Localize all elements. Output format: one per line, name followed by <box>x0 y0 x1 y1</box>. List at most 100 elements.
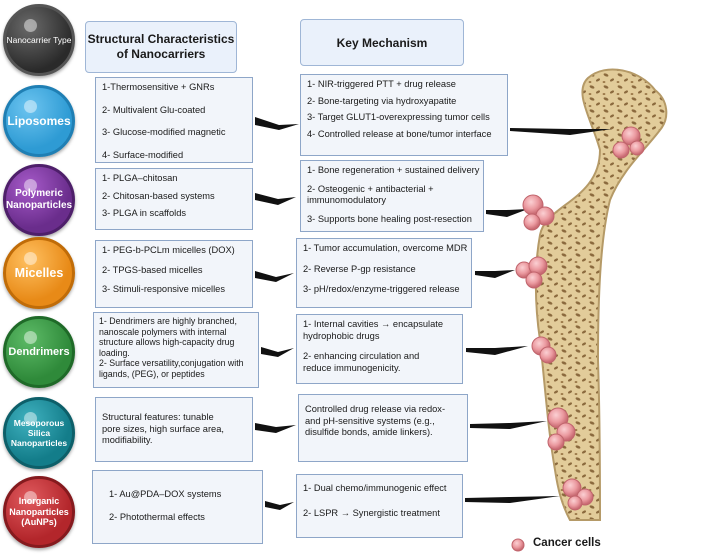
structural-item: 1- PEG-b-PCLm micelles (DOX) <box>102 245 235 255</box>
circle-highlight <box>24 252 37 265</box>
mechanism-item: 2- Bone-targeting via hydroxyapatite <box>307 95 457 106</box>
mechanism-item: 3- Target GLUT1-overexpressing tumor cel… <box>307 112 490 122</box>
arrow-icon <box>470 421 547 429</box>
arrow-icon <box>475 270 515 278</box>
mechanism-item: hydrophobic drugs <box>303 330 380 341</box>
bone-arrows <box>465 128 612 503</box>
liposomes-structural-box: 1-Thermosensitive + GNRs 2- Multivalent … <box>95 77 253 163</box>
mechanism-item: 1- Tumor accumulation, overcome MDR <box>303 243 468 253</box>
legend-cancer-cell-icon <box>511 538 525 552</box>
liposomes-mechanism-box: 1- NIR-triggered PTT + drug release 2- B… <box>300 74 508 156</box>
structural-item: 3- Stimuli-responsive micelles <box>102 284 225 294</box>
structural-item: 2- Photothermal effects <box>109 511 205 522</box>
structural-characteristics-header: Structural Characteristics of Nanocarrie… <box>85 21 237 73</box>
mechanism-item: immunomodulatory <box>307 195 387 205</box>
key-mechanism-title: Key Mechanism <box>336 35 428 50</box>
micelles-label: Micelles <box>14 266 64 280</box>
structural-item: loading. <box>99 347 130 358</box>
arrow-icon <box>486 209 528 217</box>
mechanism-item: 2- Reverse P-gp resistance <box>303 263 416 274</box>
mechanism-item: 2- Osteogenic + antibacterial + <box>307 183 434 194</box>
structural-header-line1: Structural Characteristics <box>87 32 235 46</box>
mechanism-item: 1- Dual chemo/immunogenic effect <box>303 483 447 493</box>
inorganic-label: Inorganic Nanoparticles (AuNPs) <box>9 496 69 528</box>
circle-highlight <box>24 100 37 113</box>
liposomes-circle: Liposomes <box>3 85 75 157</box>
dendrimers-label: Dendrimers <box>8 346 70 358</box>
micelles-structural-box: 1- PEG-b-PCLm micelles (DOX) 2- TPGS-bas… <box>95 240 253 308</box>
mechanism-item: 1- NIR-triggered PTT + drug release <box>307 79 456 89</box>
structural-header-line2: of Nanocarriers <box>116 47 206 61</box>
structural-item: 2- TPGS-based micelles <box>102 264 203 275</box>
mesoporous-mechanism-box: Controlled drug release via redox- and p… <box>298 394 468 462</box>
dendrimers-mechanism-box: 1- Internal cavities → encapsulate hydro… <box>296 314 463 384</box>
structural-item: 3- PLGA in scaffolds <box>102 208 187 218</box>
structural-item: nanoscale polymers with internal <box>99 326 227 337</box>
mechanism-item: 4- Controlled release at bone/tumor inte… <box>307 128 492 139</box>
label-line: Nanoparticles <box>10 438 68 448</box>
structural-item: 1-Thermosensitive + GNRs <box>102 82 215 92</box>
circle-highlight <box>24 491 37 504</box>
mesoporous-silica-circle: Mesoporous Silica Nanoparticles <box>3 397 75 469</box>
mechanism-item: 1- Bone regeneration + sustained deliver… <box>307 165 480 175</box>
structural-item: Structural features: tunable <box>102 412 214 422</box>
arrow-icon <box>261 347 294 357</box>
label-line: Nanoparticles <box>5 200 73 211</box>
structural-item: ligands, (PEG), or peptides <box>99 368 205 379</box>
arrow-icon <box>510 128 612 135</box>
mechanism-item: reduce immunogenicity. <box>303 362 401 373</box>
label-line: Inorganic <box>18 496 60 507</box>
dendrimers-structural-box: 1- Dendrimers are highly branched, nanos… <box>93 312 259 388</box>
inorganic-structural-box: 1- Au@PDA–DOX systems 2- Photothermal ef… <box>92 470 263 544</box>
femur-bone <box>534 68 668 521</box>
key-mechanism-header: Key Mechanism <box>300 19 464 66</box>
mechanism-item: Controlled drug release via redox- <box>305 404 446 414</box>
mechanism-item: disulfide bonds, amide linkers). <box>305 427 433 437</box>
liposomes-label: Liposomes <box>7 114 71 128</box>
mechanism-item: 1- Internal cavities → encapsulate <box>303 319 444 329</box>
inorganic-nanoparticles-circle: Inorganic Nanoparticles (AuNPs) <box>3 476 75 548</box>
label-line: Polymeric <box>15 188 63 199</box>
arrow-icon <box>255 117 299 130</box>
structural-item: 1- PLGA–chitosan <box>102 173 178 183</box>
nanocarrier-type-label: Nanocarrier Type <box>6 35 72 45</box>
arrow-icon <box>265 501 294 510</box>
label-line: Mesoporous <box>13 418 65 428</box>
label-line: Silica <box>27 428 51 438</box>
polymeric-mechanism-box: 1- Bone regeneration + sustained deliver… <box>300 160 484 232</box>
mesoporous-label: Mesoporous Silica Nanoparticles <box>11 418 67 448</box>
polymeric-nanoparticles-circle: Polymeric Nanoparticles <box>3 164 75 236</box>
legend-label: Cancer cells <box>533 537 601 549</box>
nanocarrier-type-circle: Nanocarrier Type <box>3 4 75 76</box>
structural-item: 2- Chitosan-based systems <box>102 190 215 201</box>
structural-item: 3- Glucose-modified magnetic <box>102 127 226 137</box>
mechanism-item: and pH-sensitive systems (e.g., <box>305 415 435 426</box>
structural-item: 1- Au@PDA–DOX systems <box>109 489 222 499</box>
circle-highlight <box>24 331 37 344</box>
mechanism-item: 3- pH/redox/enzyme-triggered release <box>303 284 460 294</box>
structural-item: pore sizes, high surface area, <box>102 423 224 434</box>
micelles-circle: Micelles <box>3 237 75 309</box>
circle-highlight <box>24 412 37 425</box>
cancer-cells <box>515 126 645 511</box>
structural-item: modifiability. <box>102 435 153 445</box>
mechanism-item: 2- enhancing circulation and <box>303 351 420 361</box>
polymeric-label: Polymeric Nanoparticles <box>6 188 72 212</box>
structural-item: 2- Surface versatility,conjugation with <box>99 358 244 369</box>
dendrimers-circle: Dendrimers <box>3 316 75 388</box>
mechanism-item: 3- Supports bone healing post-resection <box>307 213 472 224</box>
micelles-mechanism-box: 1- Tumor accumulation, overcome MDR 2- R… <box>296 238 472 308</box>
arrow-icon <box>466 346 528 355</box>
mid-arrows <box>255 117 299 510</box>
structural-item: structure allows high-capacity drug <box>99 337 235 348</box>
arrow-icon <box>255 271 294 282</box>
polymeric-structural-box: 1- PLGA–chitosan 2- Chitosan-based syste… <box>95 168 253 230</box>
circle-highlight <box>24 179 37 192</box>
label-line: Nanoparticles <box>9 506 69 517</box>
inorganic-mechanism-box: 1- Dual chemo/immunogenic effect 2- LSPR… <box>296 474 463 538</box>
mechanism-item: 2- LSPR → Synergistic treatment <box>303 507 440 518</box>
arrow-icon <box>465 496 560 503</box>
circle-highlight <box>24 19 37 32</box>
arrow-icon <box>255 193 296 205</box>
